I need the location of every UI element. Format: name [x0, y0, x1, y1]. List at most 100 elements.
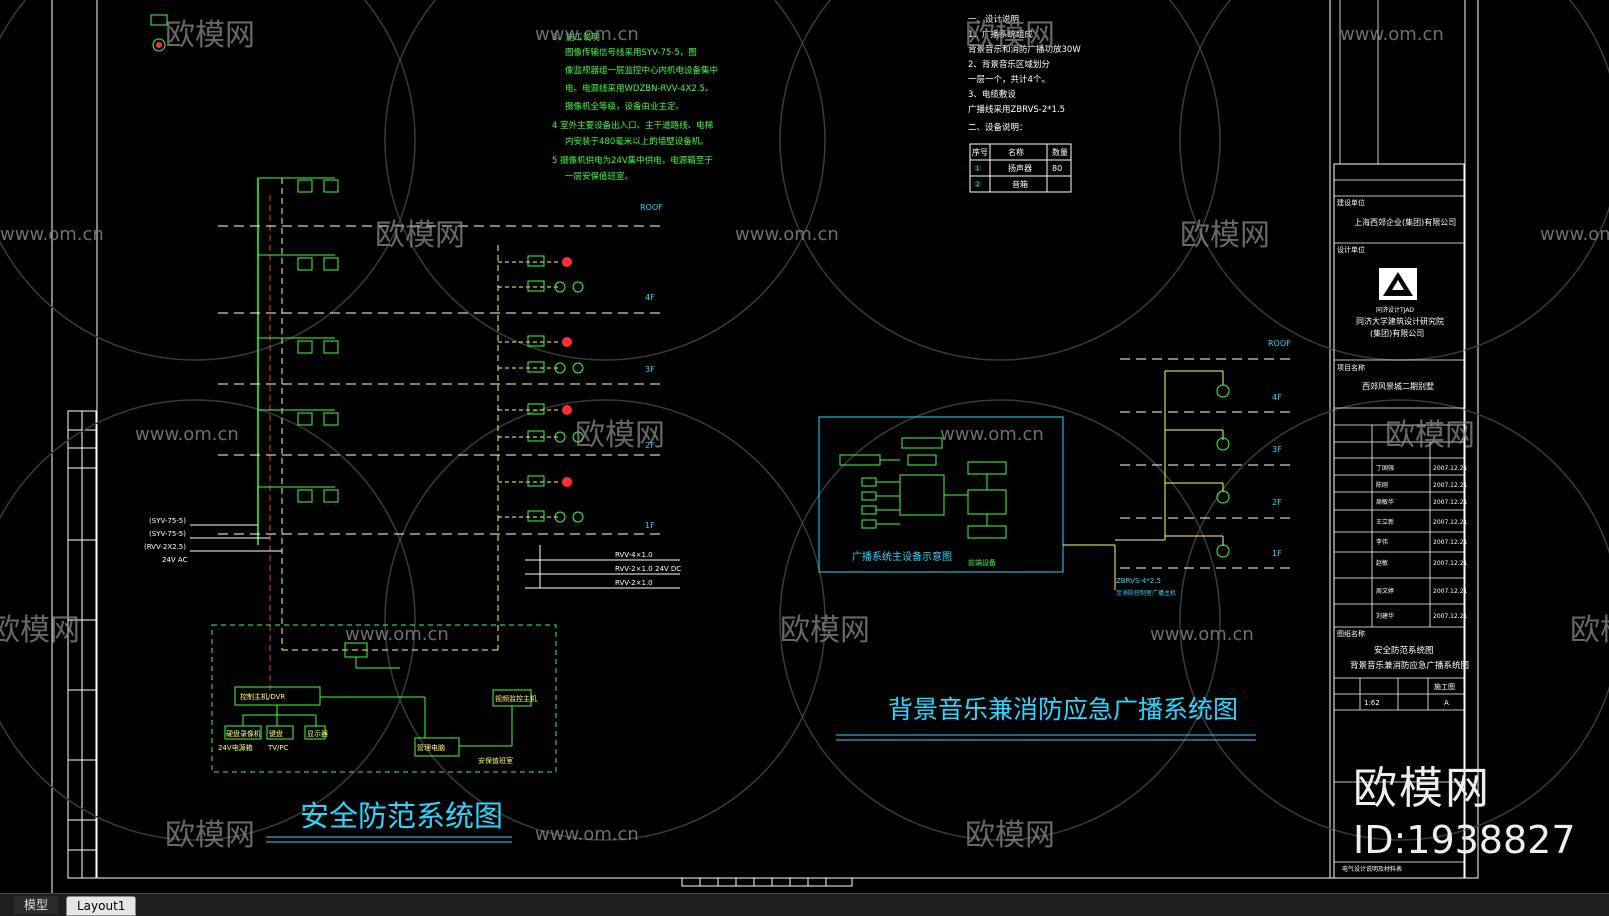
guard-label: 安保值班室	[478, 756, 513, 765]
svg-text:电。电源线采用WDZBN-RVV-4X2.5。: 电。电源线采用WDZBN-RVV-4X2.5。	[565, 83, 713, 94]
svg-text:刘建华: 刘建华	[1376, 612, 1394, 620]
cable-label: (RVV-2X2.5)	[144, 543, 186, 551]
equipment-box-title: 广播系统主设备示意图	[852, 550, 952, 563]
svg-text:2007.12.21: 2007.12.21	[1433, 613, 1468, 620]
tab-layout1[interactable]: Layout1	[66, 896, 137, 916]
svg-text:2007.12.21: 2007.12.21	[1433, 539, 1468, 546]
right-cable-note: 至消防控制室广播主机	[1116, 589, 1176, 597]
svg-text:欧模网: 欧模网	[780, 613, 870, 648]
svg-text:一层安保值班室。: 一层安保值班室。	[565, 171, 633, 182]
sheet-title-2: 背景音乐兼消防应急广播系统图	[1350, 660, 1469, 671]
designer-label: 设计单位	[1337, 245, 1365, 254]
svg-text:www.om.cn: www.om.cn	[940, 424, 1044, 445]
tab-model[interactable]: 模型	[14, 896, 59, 914]
floor-label: 1F	[645, 521, 655, 530]
svg-text:3、电缆敷设: 3、电缆敷设	[968, 89, 1016, 100]
security-system-diagram[interactable]: (SYV-75-5) (SYV-75-5) (RVV-2X2.5) 24V AC…	[144, 177, 681, 843]
svg-text:周文婷: 周文婷	[1376, 587, 1394, 595]
svg-text:www.om.cn: www.om.cn	[0, 224, 104, 245]
monitor-label: 视频监控主机	[495, 694, 537, 703]
layout-tab-bar: 模型 Layout1	[0, 893, 1609, 916]
watermark-site: www.om.cn www.om.cn www.om.cn www.om.cn …	[0, 24, 1609, 845]
client-name: 上海西郊企业(集团)有限公司	[1354, 217, 1456, 227]
svg-text:摄像机全等级，设备由业主定。: 摄像机全等级，设备由业主定。	[565, 101, 684, 112]
svg-text:www.om.cn: www.om.cn	[1150, 624, 1254, 645]
logo-text: 同济设计TJAD	[1376, 306, 1414, 314]
svg-text:欧模网: 欧模网	[575, 418, 665, 453]
kb-label: 键盘	[269, 729, 283, 738]
equipment-box-note: 前端设备	[968, 558, 996, 567]
svg-text:2007.12.21: 2007.12.21	[1433, 588, 1468, 595]
svg-text:2007.12.21: 2007.12.21	[1433, 560, 1468, 567]
svg-text:2007.12.21: 2007.12.21	[1433, 499, 1468, 506]
sheet-title-1: 安全防范系统图	[1374, 645, 1434, 656]
svg-text:②: ②	[974, 180, 981, 189]
project-name: 西郊风景城二期别墅	[1362, 381, 1434, 391]
svg-text:4 室外主要设备出入口、主干道路线、电梯: 4 室外主要设备出入口、主干道路线、电梯	[552, 120, 714, 131]
svg-text:丁国强: 丁国强	[1376, 465, 1394, 472]
svg-text:广播线采用ZBRVS-2*1.5: 广播线采用ZBRVS-2*1.5	[968, 104, 1065, 115]
svg-text:3、施工说明: 3、施工说明	[552, 32, 600, 43]
equipment-legend-table: 序号 名称 数量 ① 扬声器 80 ② 音箱	[969, 143, 1072, 193]
svg-text:www.om.cn: www.om.cn	[1340, 24, 1444, 45]
svg-text:内安装于480毫米以上的墙壁设备机。: 内安装于480毫米以上的墙壁设备机。	[565, 136, 709, 147]
riser-label: RVV-4×1.0	[615, 551, 653, 559]
watermark-brand-large: 欧模网	[1353, 763, 1491, 814]
svg-text:欧模网: 欧模网	[1570, 613, 1609, 648]
watermark-circles	[0, 0, 1609, 841]
floor-label: 2F	[1272, 498, 1282, 507]
notes-right: 一、设计说明 1、广播系统组成 背景音乐和消防广播功放30W 2、背景音乐区域划…	[968, 14, 1081, 133]
svg-text:2、背景音乐区域划分: 2、背景音乐区域划分	[968, 59, 1050, 70]
riser-label: RVV-2×1.0	[615, 579, 653, 587]
bottom-note: 电气设计说明及材料表	[1342, 865, 1402, 873]
svg-text:二、设备说明：: 二、设备说明：	[968, 122, 1028, 133]
svg-text:80: 80	[1052, 164, 1062, 173]
svg-text:1、广播系统组成: 1、广播系统组成	[968, 29, 1033, 40]
cable-label: 24V AC	[162, 556, 188, 564]
broadcast-system-diagram[interactable]: 广播系统主设备示意图 前端设备	[818, 339, 1291, 741]
svg-text:欧模网: 欧模网	[965, 818, 1055, 853]
cad-drawing-canvas[interactable]: (SYV-75-5) (SYV-75-5) (RVV-2X2.5) 24V AC…	[0, 0, 1609, 893]
floor-label: 3F	[645, 365, 655, 374]
sub-label: 24V电源箱	[218, 743, 253, 752]
floor-label: 1F	[1272, 549, 1282, 558]
svg-text:像监视器组一层监控中心内机电设备集中: 像监视器组一层监控中心内机电设备集中	[565, 65, 718, 76]
host-label: 控制主机/DVR	[240, 692, 285, 701]
client-label: 建设单位	[1337, 198, 1365, 207]
sheet-title-label: 图纸名称	[1337, 629, 1365, 638]
title-block[interactable]: 建设单位 上海西郊企业(集团)有限公司 设计单位 同济设计TJAD 同济大学建筑…	[1333, 0, 1469, 879]
storage-label: 硬盘录像机	[226, 729, 261, 738]
svg-text:www.om.cn: www.om.cn	[345, 624, 449, 645]
svg-text:www.om.cn: www.om.cn	[735, 224, 839, 245]
sub-label: TV/PC	[267, 744, 289, 752]
svg-text:www.om.cn: www.om.cn	[135, 424, 239, 445]
designer-name-2: (集团)有限公司	[1370, 328, 1424, 338]
svg-text:欧模网: 欧模网	[165, 18, 255, 53]
svg-text:2007.12.21: 2007.12.21	[1433, 519, 1468, 526]
project-label: 项目名称	[1337, 363, 1365, 372]
broadcast-title: 背景音乐兼消防应急广播系统图	[888, 695, 1238, 724]
cable-label: (SYV-75-5)	[149, 517, 186, 525]
cable-label: (SYV-75-5)	[149, 530, 186, 538]
svg-text:数量: 数量	[1052, 147, 1068, 157]
legend-icons-top-left	[150, 14, 168, 52]
svg-text:5 摄像机供电为24V集中供电，电源箱至于: 5 摄像机供电为24V集中供电，电源箱至于	[552, 155, 713, 166]
svg-text:2007.12.21: 2007.12.21	[1433, 465, 1468, 472]
security-title: 安全防范系统图	[300, 799, 503, 833]
floor-label: ROOF	[1268, 339, 1291, 348]
drawing-frame	[51, 0, 1479, 893]
floor-label: 2F	[645, 441, 655, 450]
disp-label: 显示器	[307, 730, 328, 738]
svg-text:①: ①	[974, 164, 981, 173]
svg-text:序号: 序号	[972, 147, 988, 157]
svg-text:周敏华: 周敏华	[1376, 498, 1394, 506]
svg-text:名称: 名称	[1008, 147, 1024, 157]
floor-label: ROOF	[640, 203, 663, 212]
svg-text:www.om.cn: www.om.cn	[535, 24, 639, 45]
svg-text:欧模网: 欧模网	[1180, 218, 1270, 253]
svg-text:陈刚: 陈刚	[1376, 481, 1388, 489]
notes-left: 3、施工说明 图像传输信号线采用SYV-75-5，图 像监视器组一层监控中心内机…	[552, 32, 718, 182]
svg-text:www.om.cn: www.om.cn	[535, 824, 639, 845]
floor-label: 4F	[1272, 393, 1282, 402]
svg-text:一、设计说明: 一、设计说明	[968, 14, 1019, 25]
